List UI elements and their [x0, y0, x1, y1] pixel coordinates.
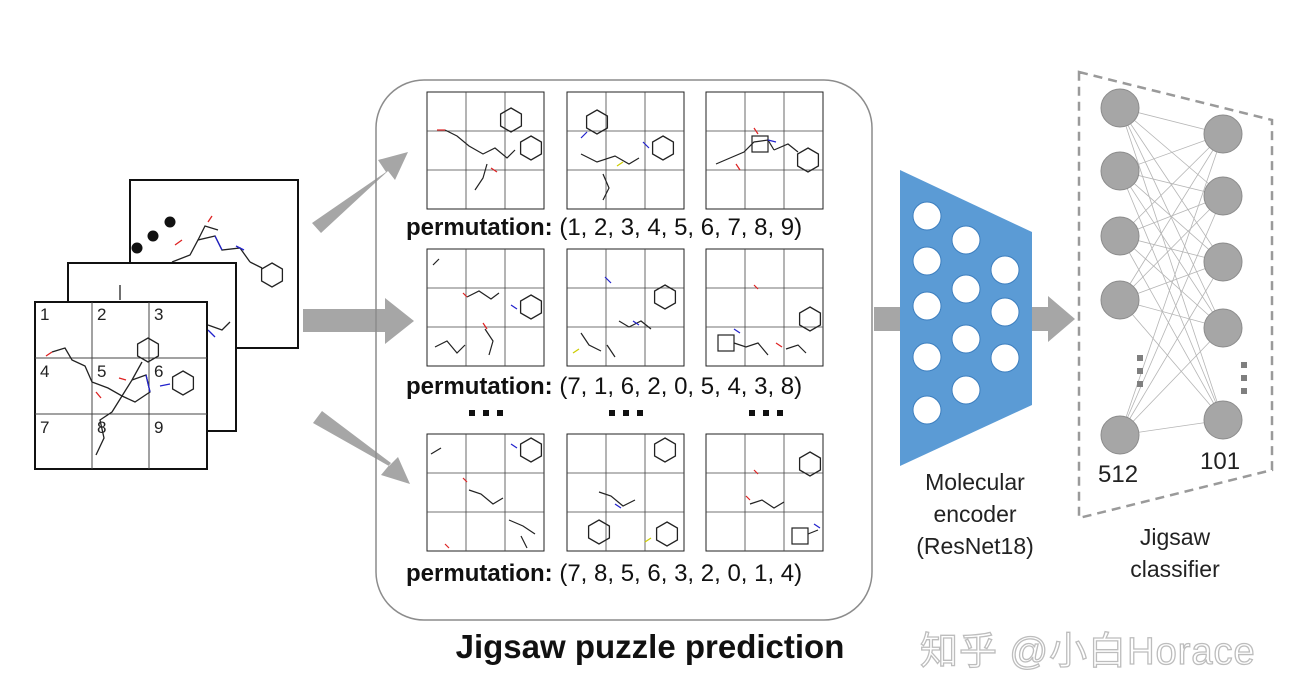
- encoder-caption: Molecular encoder (ResNet18): [895, 466, 1055, 562]
- puzzle-tile-r2-c2: [566, 248, 685, 367]
- arrow-to-perm-1: [312, 152, 408, 233]
- jigsaw-panel: [375, 79, 873, 621]
- input-molecule: [51, 337, 195, 456]
- classifier-connections: [1119, 107, 1224, 436]
- cell-number-2: 2: [97, 305, 107, 324]
- classifier-caption: Jigsaw classifier: [1100, 521, 1250, 585]
- permutation-sequence: (7, 8, 5, 6, 3, 2, 0, 1, 4): [559, 560, 803, 587]
- permutation-sequence: (7, 1, 6, 2, 0, 5, 4, 3, 8): [559, 373, 803, 400]
- cell-number-7: 7: [40, 418, 50, 437]
- classifier-output-size: 101: [1200, 448, 1241, 475]
- jigsaw-classifier: [1077, 70, 1274, 520]
- input-card-front: [34, 301, 208, 470]
- puzzle-tile-r1-c2: [566, 91, 685, 210]
- encoder-caption-line-3: (ResNet18): [916, 533, 1034, 559]
- classifier-caption-line-2: classifier: [1130, 556, 1220, 582]
- puzzle-tile-r3-c2: [566, 433, 685, 552]
- puzzle-tile-r3-c3: [705, 433, 824, 552]
- puzzle-tile-r1-c1: [426, 91, 545, 210]
- puzzle-tile-r2-c3: [705, 248, 824, 367]
- permutation-label-1: permutation: (1, 2, 3, 4, 5, 6, 7, 8, 9): [406, 214, 802, 242]
- ellipsis-dots: [469, 410, 783, 416]
- arrow-to-perm-2: [303, 298, 414, 344]
- encoder-caption-line-1: Molecular: [925, 469, 1025, 495]
- cell-number-6: 6: [154, 362, 164, 381]
- cell-number-5: 5: [97, 362, 107, 381]
- input-image-stack: [34, 179, 299, 470]
- encoder-caption-line-2: encoder: [933, 501, 1017, 527]
- puzzle-tile-r3-c1: [426, 433, 545, 552]
- permutation-keyword: permutation:: [406, 214, 553, 241]
- classifier-input-nodes: [1100, 88, 1140, 455]
- arrow-to-perm-3: [313, 411, 410, 484]
- permutation-keyword: permutation:: [406, 373, 553, 400]
- arrow-to-encoder: [874, 307, 901, 331]
- classifier-input-size: 512: [1098, 461, 1139, 488]
- classifier-ellipsis: [1137, 355, 1247, 394]
- cell-number-1: 1: [40, 305, 50, 324]
- classifier-caption-line-1: Jigsaw: [1139, 524, 1211, 550]
- watermark: 知乎 @小白Horace: [919, 630, 1256, 673]
- cell-number-8: 8: [97, 418, 107, 437]
- diagram-title: Jigsaw puzzle prediction: [455, 628, 845, 665]
- arrow-to-classifier: [1032, 296, 1075, 342]
- permutation-keyword: permutation:: [406, 560, 553, 587]
- permutation-label-2: permutation: (7, 1, 6, 2, 0, 5, 4, 3, 8): [406, 373, 802, 401]
- permutation-sequence: (1, 2, 3, 4, 5, 6, 7, 8, 9): [559, 214, 803, 241]
- puzzle-tile-r2-c1: [426, 248, 545, 367]
- classifier-output-nodes: [1203, 114, 1243, 440]
- permutation-label-3: permutation: (7, 8, 5, 6, 3, 2, 0, 1, 4): [406, 560, 802, 588]
- cell-number-9: 9: [154, 418, 164, 437]
- cell-number-4: 4: [40, 362, 50, 381]
- cell-number-3: 3: [154, 305, 164, 324]
- puzzle-tile-r1-c3: [705, 91, 824, 210]
- molecular-encoder: [900, 170, 1032, 466]
